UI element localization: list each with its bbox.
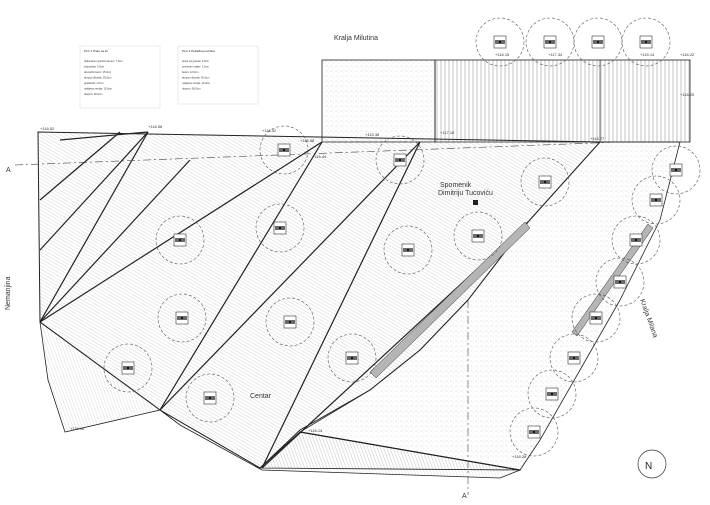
street-right-label: Kralja Milana (638, 298, 658, 339)
level-marker: +116.77 (590, 136, 605, 141)
tree (611, 215, 661, 265)
legend-row: beton: 12.0cm (182, 70, 198, 74)
level-marker: +116.15 (495, 52, 510, 57)
level-marker: +116.28 (512, 454, 527, 459)
tree (595, 257, 645, 307)
legend-row: drenažni beton: 15.0cm (84, 70, 111, 74)
tree (527, 369, 577, 419)
tree (571, 293, 621, 343)
level-marker: +116.58 (300, 138, 315, 143)
center-label: Centar (250, 393, 272, 400)
level-marker: +116.52 (40, 126, 55, 131)
level-marker: +117.10 (440, 130, 455, 135)
level-marker: +116.52 (262, 128, 277, 133)
tree (383, 225, 433, 275)
legend-row: ploče od granita: 3.0cm (182, 59, 209, 63)
tree (453, 211, 503, 261)
tree (525, 17, 575, 67)
monument-label-line1: Spomenik (440, 182, 472, 189)
tree (327, 333, 377, 383)
north-arrow: N (637, 449, 667, 479)
lower-left-area (39, 321, 522, 479)
trees (103, 17, 701, 457)
tree (157, 293, 207, 343)
tree (103, 343, 153, 393)
level-marker: +116.22 (680, 52, 695, 57)
tree (155, 215, 205, 265)
legend-row: ukupno: 56.5cm (182, 87, 200, 91)
tree (509, 407, 559, 457)
tree (621, 17, 671, 67)
tree (520, 157, 570, 207)
level-marker: +116.44 (312, 154, 327, 159)
legend-row: cementni malter: 1.5cm (182, 65, 209, 69)
level-marker: +118.56 (148, 124, 163, 129)
tree (475, 17, 525, 67)
legend-row: nabijena zemlja: 10.0cm (182, 81, 210, 85)
level-markers: +116.52 +118.56 +116.52 +116.58 +115.38 +116.… (40, 52, 695, 459)
level-marker: +117.34 (548, 52, 563, 57)
level-marker: +115.38 (365, 132, 380, 137)
legend-row: sloj peska: 3.0cm (84, 65, 104, 69)
legend-row: ukupno: 60.0cm (84, 92, 102, 96)
level-marker: +116.14 (308, 428, 323, 433)
legend-row: dekorativni granitni kamen: 7.0cm (84, 59, 123, 63)
legend-row: nabijena zemlja: 10.0cm (84, 87, 112, 91)
monument (473, 200, 478, 205)
legend-row: geotekstil: 1.0cm (84, 81, 103, 85)
section-line (14, 141, 621, 495)
tree (265, 297, 315, 347)
tree (255, 203, 305, 253)
legend-row: tampon šljunka: 25.0cm (84, 76, 111, 80)
legend-tables: PLC 1 Plato sa šu PLC 2 Pešačka površina… (79, 45, 259, 109)
north-label: N (645, 461, 652, 472)
tree (573, 17, 623, 67)
monument-label-line2: Dimitriju Tucoviću (438, 190, 493, 197)
tree (651, 145, 701, 195)
level-marker: +115.14 (640, 52, 655, 57)
street-top-label: Kralja Milutina (334, 35, 378, 42)
tree (549, 333, 599, 383)
street-left-label: Nemanjina (5, 276, 12, 310)
tree (375, 135, 425, 185)
tree (259, 125, 309, 175)
level-marker: +116.20 (680, 92, 695, 97)
tree (185, 373, 235, 423)
path-lines (39, 131, 529, 471)
section-mark-left: A (6, 167, 11, 174)
legend-row: tampon šljunka: 30.0cm (182, 76, 209, 80)
legend-1-title: PLC 1 Plato sa šu (84, 49, 108, 53)
section-mark-bottom: A (462, 493, 467, 500)
tree (631, 175, 681, 225)
top-building-blocks (321, 59, 691, 143)
level-marker: +116.16 (70, 426, 85, 431)
legend-2-title: PLC 2 Pešačka površina (182, 49, 215, 53)
